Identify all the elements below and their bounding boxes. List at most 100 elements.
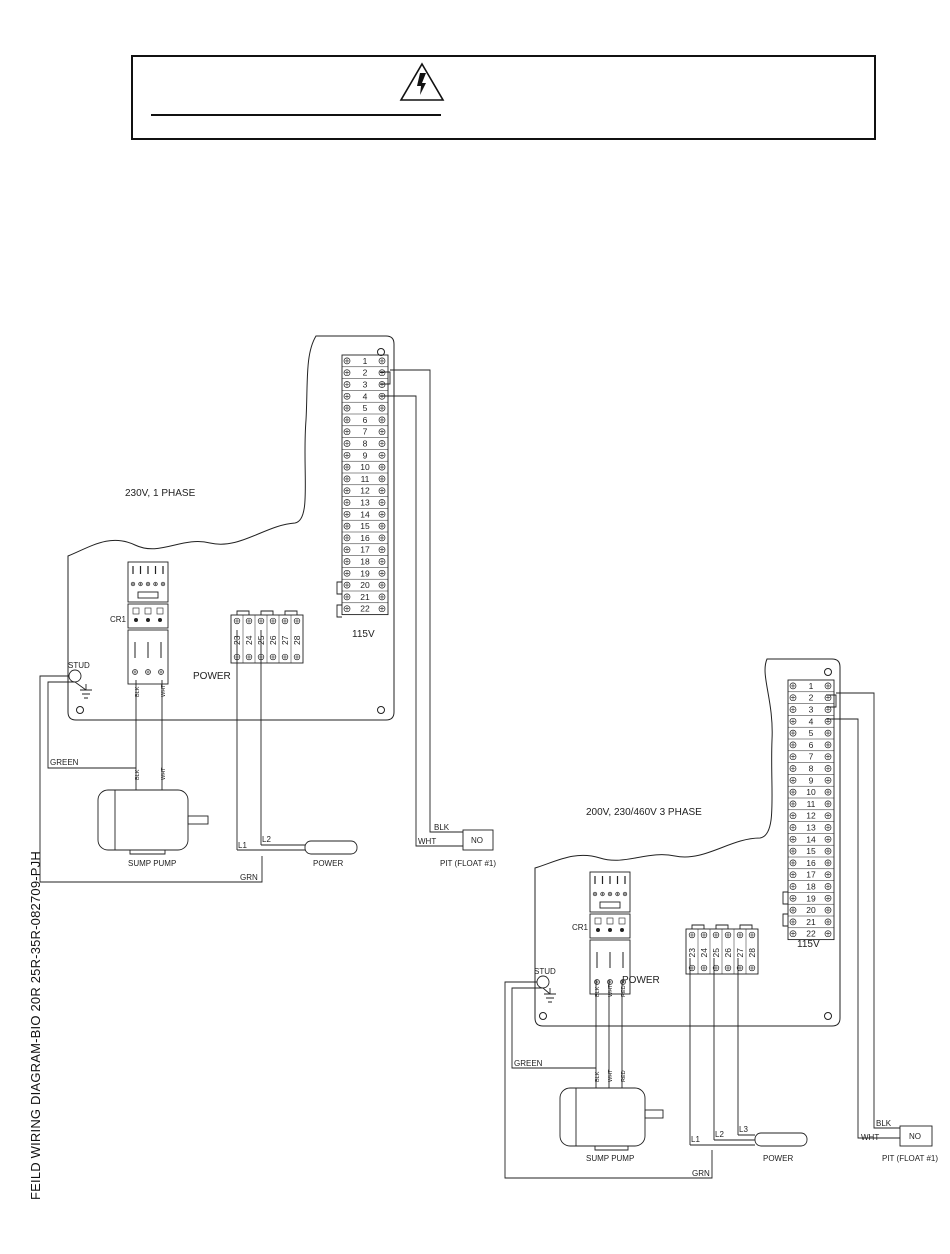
sump-pump-2 [559, 1087, 646, 1147]
screw-icon [789, 824, 797, 831]
screw-icon [615, 891, 620, 897]
screw-icon [824, 894, 832, 902]
terminal-number: 14 [806, 834, 816, 844]
float-switch-label-2: NO [909, 1132, 921, 1141]
electrical-hazard-icon [399, 62, 445, 101]
cord-label-2: POWER [763, 1154, 793, 1163]
terminal-label-1: 115V [352, 629, 375, 640]
screw-icon [712, 964, 720, 972]
screw-icon [378, 605, 386, 613]
terminal-number: 7 [363, 427, 368, 437]
diagram-1-text: 230V, 1 PHASE 115V POWER CR1 STUD GREEN … [50, 488, 496, 882]
screw-icon [343, 546, 351, 554]
stud-2 [536, 975, 550, 989]
ground-wire-label-1: GREEN [50, 758, 79, 767]
mounting-hole [824, 1012, 832, 1020]
power-terminal-number: 24 [699, 948, 709, 958]
terminal-8: 8 [342, 437, 388, 449]
power-terminal-23: 23 [687, 931, 697, 972]
screw-icon [343, 510, 351, 518]
screw-icon [343, 392, 351, 400]
terminal-number: 19 [360, 568, 370, 578]
line-label-1-2: L2 [262, 835, 271, 844]
terminal-12: 12 [788, 809, 834, 821]
ground-cord-label-1: GRN [240, 873, 258, 882]
screw-icon [343, 569, 351, 577]
screw-icon [378, 475, 386, 483]
screw-icon [378, 522, 386, 530]
screw-icon [700, 964, 708, 972]
screw-icon [378, 558, 386, 565]
screw-icon [824, 835, 832, 843]
screw-icon [378, 440, 386, 447]
screw-icon [378, 534, 386, 542]
screw-icon [824, 847, 832, 855]
screw-icon [824, 776, 832, 784]
terminal-number: 1 [363, 356, 368, 366]
screw-icon [378, 369, 386, 377]
float-switch-label-1: NO [471, 836, 483, 845]
terminal-17: 17 [342, 543, 388, 555]
terminal-19: 19 [342, 567, 388, 578]
terminal-1: 1 [343, 356, 386, 366]
screw-icon [343, 605, 351, 613]
diagram-2-wiring [504, 692, 933, 1179]
terminal-number: 10 [806, 787, 816, 797]
screw-icon [620, 979, 626, 985]
motor-label-2: SUMP PUMP [586, 1154, 634, 1163]
screw-icon [378, 593, 386, 601]
terminal-3: 3 [788, 703, 834, 715]
power-terminal-26: 26 [721, 929, 733, 974]
screw-icon [789, 706, 797, 713]
diagram-1 [67, 335, 395, 721]
power-terminal-26: 26 [266, 615, 278, 663]
terminal-22: 22 [788, 927, 834, 939]
terminal-16: 16 [788, 856, 834, 868]
power-terminal-number: 28 [292, 635, 302, 645]
screw-icon [378, 569, 386, 577]
screw-icon [378, 357, 386, 365]
terminal-number: 13 [360, 498, 370, 508]
jumper [715, 924, 729, 929]
screw-icon [343, 428, 351, 436]
screw-icon [343, 522, 351, 530]
terminal-number: 22 [806, 929, 816, 939]
diagram-2-text: 200V, 230/460V 3 PHASE 115V POWER CR1 ST… [514, 807, 938, 1178]
screw-icon [293, 653, 301, 661]
screw-icon [789, 800, 797, 808]
screw-icon [789, 788, 797, 796]
terminal-number: 21 [806, 917, 816, 927]
motor-wire-label-2-blk-2: BLK [595, 1071, 601, 1082]
screw-icon [378, 416, 386, 424]
power-terminal-number: 27 [280, 635, 290, 645]
screw-icon [724, 931, 732, 939]
power-label-2: POWER [622, 975, 660, 986]
relay-2 [589, 871, 631, 995]
stud-1 [68, 669, 82, 683]
screw-icon [293, 617, 301, 625]
terminal-number: 1 [809, 681, 814, 691]
power-terminal-number: 26 [723, 948, 733, 958]
screw-icon [269, 617, 277, 625]
terminal-20: 20 [342, 578, 388, 590]
terminal-number: 2 [363, 368, 368, 378]
terminal-number: 2 [809, 693, 814, 703]
terminal-8: 8 [788, 762, 834, 774]
screw-icon [824, 788, 832, 796]
power-terminal-27: 27 [733, 929, 745, 974]
terminal-number: 3 [363, 380, 368, 390]
screw-icon [130, 581, 136, 587]
terminal-number: 18 [806, 882, 816, 892]
power-terminal-number: 26 [268, 635, 278, 645]
line-label-1-1: L1 [238, 841, 247, 850]
screw-icon [343, 487, 351, 495]
screw-icon [607, 891, 613, 897]
terminal-9: 9 [342, 449, 388, 460]
terminal-13: 13 [788, 821, 834, 833]
screw-icon [343, 404, 351, 412]
diagram-1-title: 230V, 1 PHASE [125, 488, 196, 499]
screw-icon [789, 753, 797, 761]
terminal-number: 15 [806, 846, 816, 856]
screw-icon [145, 581, 151, 587]
float-switch-1 [462, 829, 494, 851]
